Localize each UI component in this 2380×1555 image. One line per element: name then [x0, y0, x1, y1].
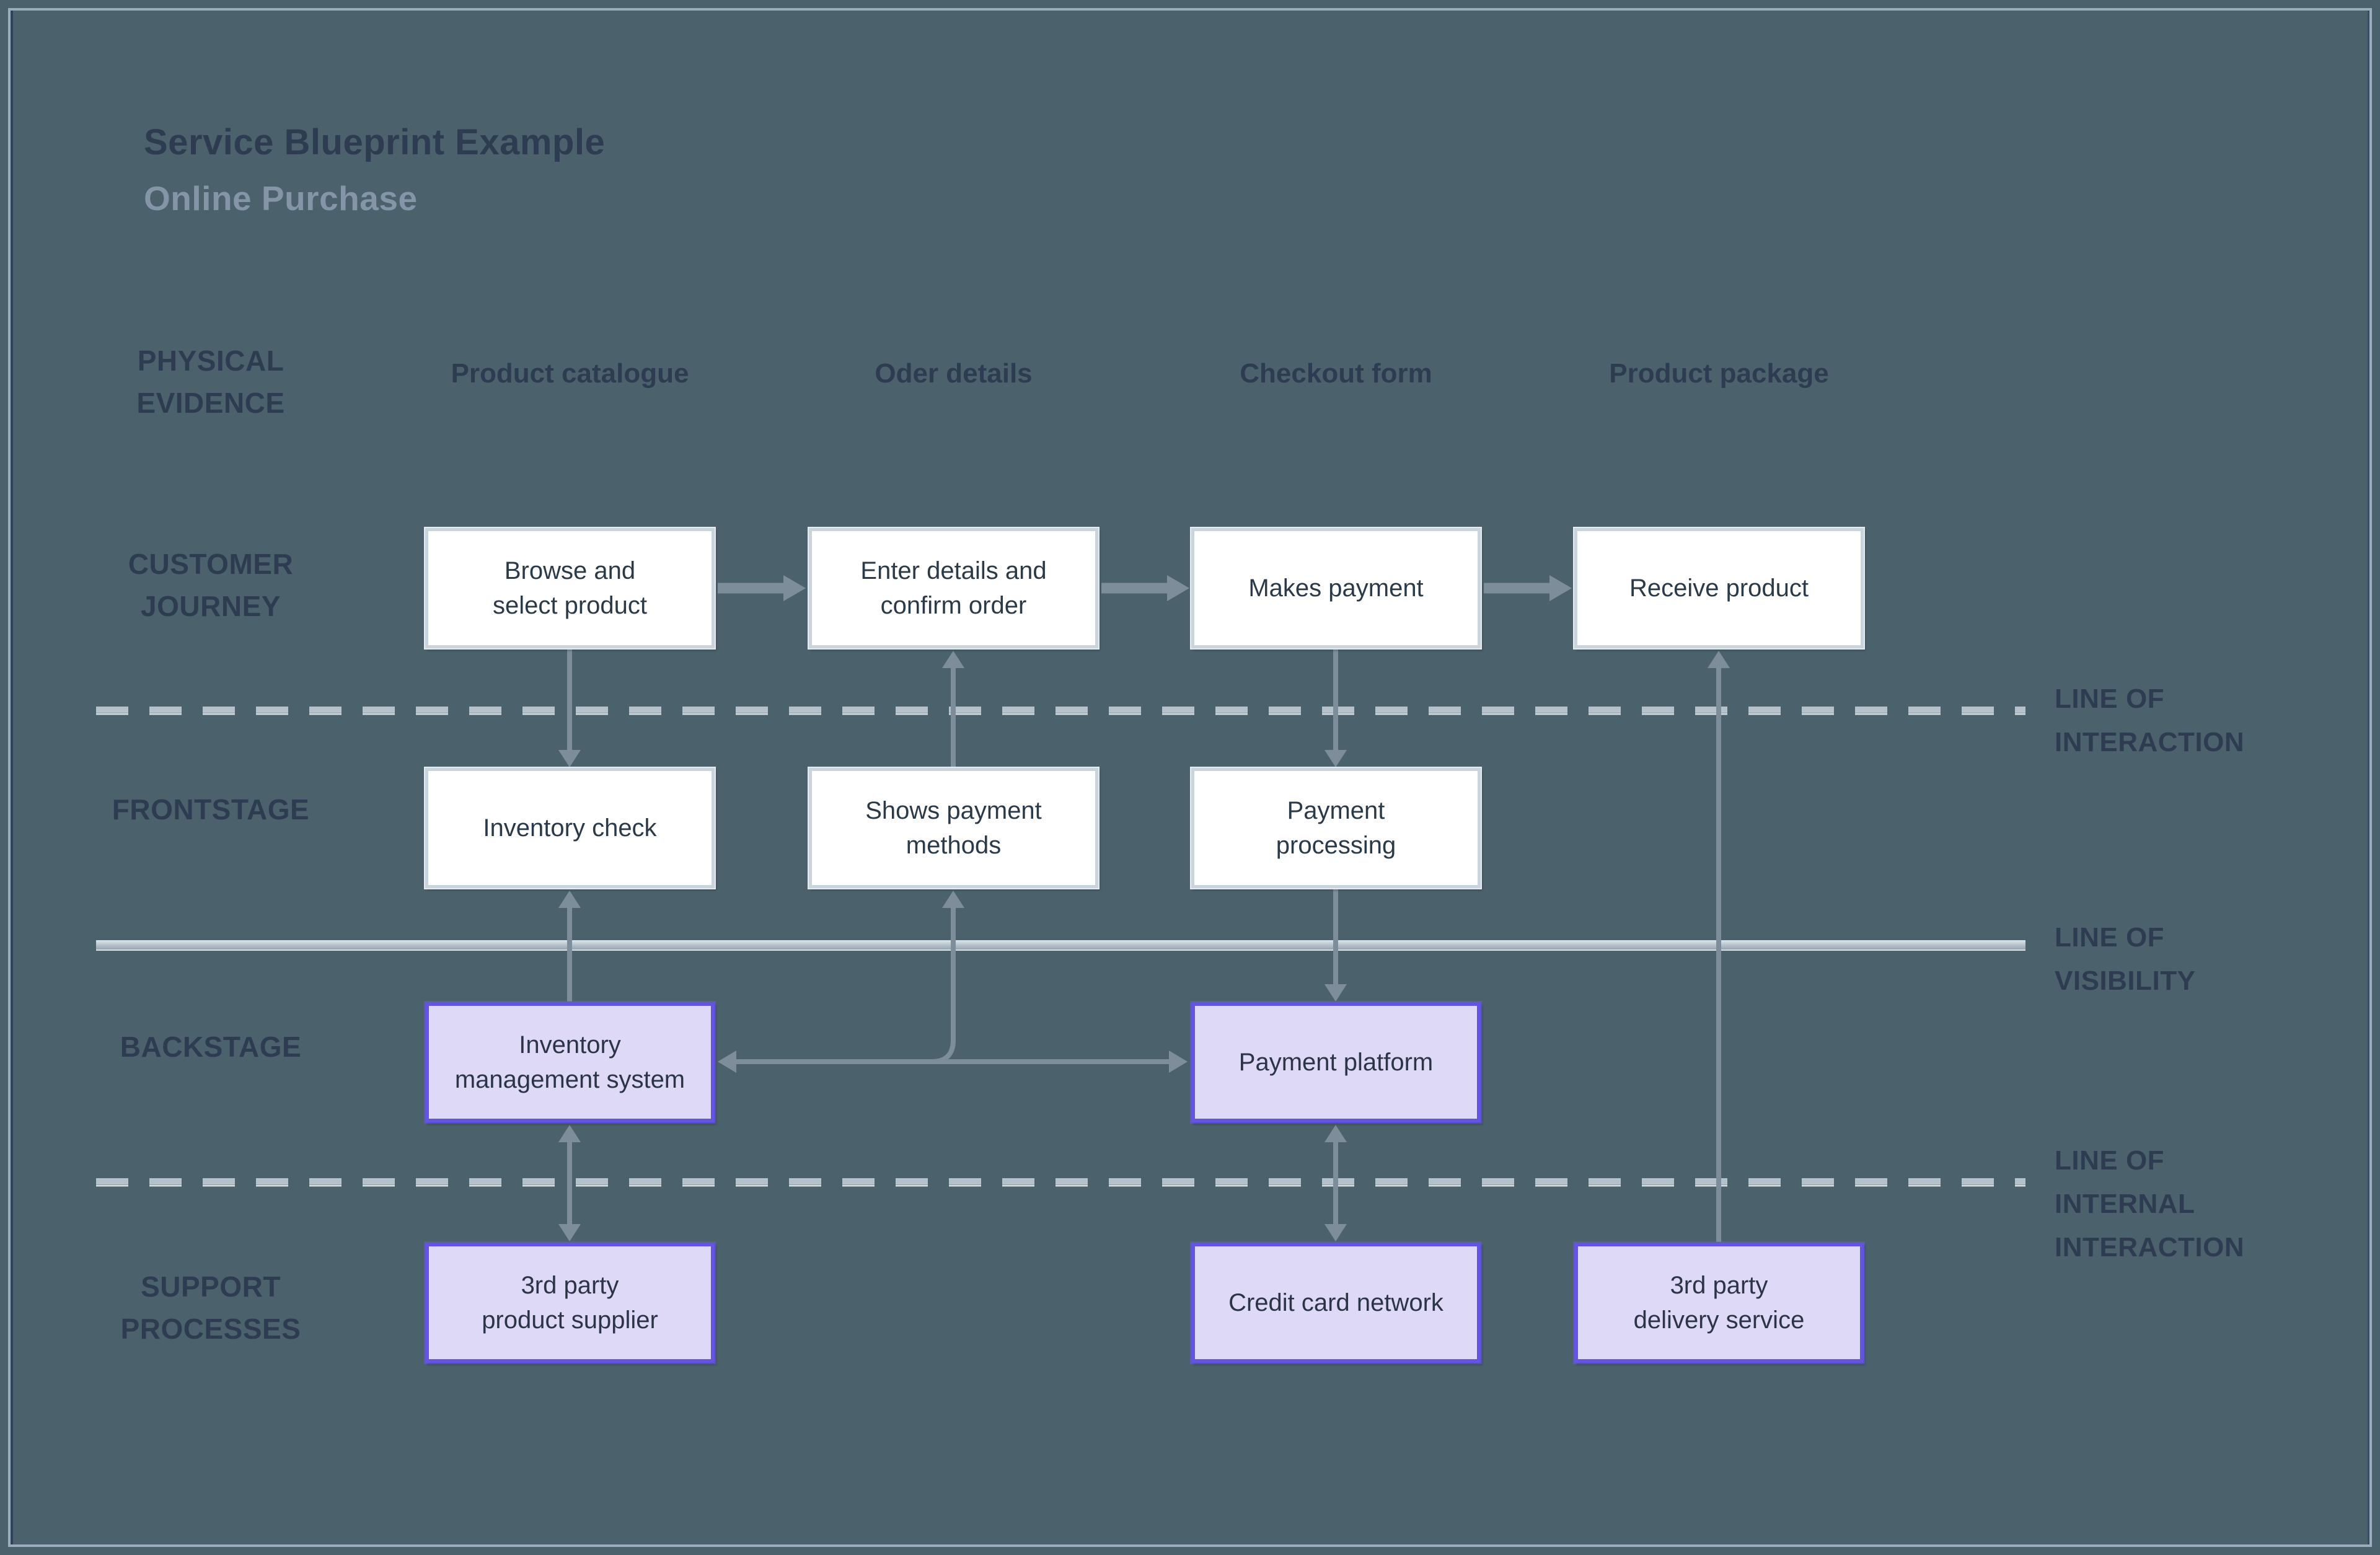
lane-label-frontstage: FRONTSTAGE: [112, 793, 310, 826]
box-payment-processing[interactable]: Payment processing: [1191, 768, 1481, 888]
column-header-product-package: Product package: [1609, 358, 1829, 389]
lane-label-support-processes: SUPPORT PROCESSES: [120, 1271, 301, 1345]
label-line-of-internal-interaction: LINE OF INTERNAL INTERACTION: [2055, 1145, 2245, 1262]
box-3rd-party-delivery-service[interactable]: 3rd party delivery service: [1574, 1243, 1864, 1363]
arrow-shows-payment-to-enter-details: [942, 651, 964, 767]
column-header-product-catalogue: Product catalogue: [451, 358, 689, 389]
box-inventory-check[interactable]: Inventory check: [425, 768, 715, 888]
arrow-payment-processing-to-payment-platform: [1324, 888, 1347, 1002]
box-inventory-management-system[interactable]: Inventory management system: [425, 1002, 715, 1122]
box-3rd-party-product-supplier[interactable]: 3rd party product supplier: [425, 1243, 715, 1363]
line-of-internal-interaction-rule: [96, 1178, 2025, 1187]
arrow-inventory-mgmt-to-inventory-check: [558, 891, 581, 1002]
arrow-enter-details-to-makes-payment: [1101, 575, 1189, 601]
box-makes-payment[interactable]: Makes payment: [1191, 528, 1481, 648]
arrow-makes-payment-to-receive-product: [1484, 575, 1572, 601]
page-title: Service Blueprint Example: [144, 122, 606, 162]
label-line-of-visibility: LINE OF VISIBILITY: [2055, 922, 2196, 996]
box-browse-select-product[interactable]: Browse and select product: [425, 528, 715, 648]
arrows: [558, 575, 1730, 1242]
lane-label-backstage: BACKSTAGE: [120, 1031, 302, 1063]
box-receive-product[interactable]: Receive product: [1574, 528, 1864, 648]
lane-label-customer-journey: CUSTOMER JOURNEY: [128, 548, 294, 622]
lane-label-physical-evidence: PHYSICAL EVIDENCE: [136, 345, 285, 419]
arrow-inventory-mgmt-supplier-bidirectional: [558, 1125, 581, 1241]
arrow-payment-platform-credit-card-bidirectional: [1324, 1125, 1347, 1241]
column-header-oder-details: Oder details: [875, 358, 1033, 389]
box-shows-payment-methods[interactable]: Shows payment methods: [809, 768, 1098, 888]
box-credit-card-network[interactable]: Credit card network: [1191, 1243, 1481, 1363]
arrow-delivery-service-to-receive-product: [1708, 651, 1730, 1242]
connector-backstage-junction: [718, 891, 1188, 1073]
arrow-browse-to-enter-details: [718, 575, 806, 601]
box-enter-details-confirm[interactable]: Enter details and confirm order: [809, 528, 1098, 648]
column-header-checkout-form: Checkout form: [1240, 358, 1432, 389]
page-subtitle: Online Purchase: [144, 179, 418, 218]
line-of-interaction-rule: [96, 707, 2025, 715]
line-of-visibility-rule: [96, 940, 2025, 951]
label-line-of-interaction: LINE OF INTERACTION: [2055, 684, 2245, 757]
arrow-browse-to-inventory-check: [558, 650, 581, 767]
arrow-makes-payment-to-payment-processing: [1324, 650, 1347, 767]
box-payment-platform[interactable]: Payment platform: [1191, 1002, 1481, 1122]
